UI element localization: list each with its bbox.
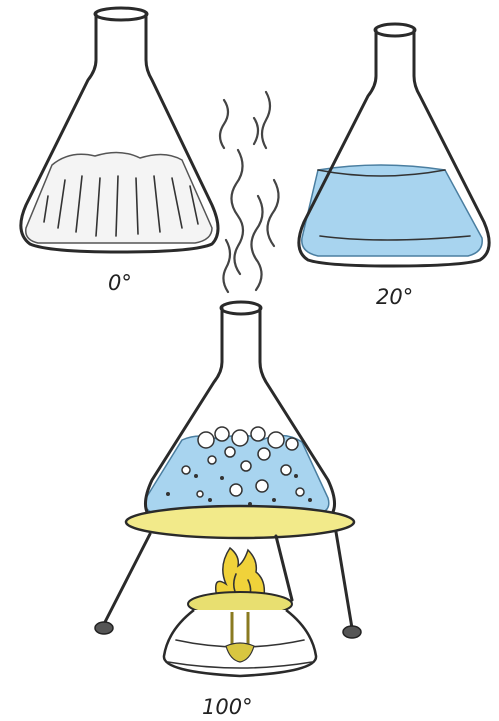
flask-ice-mouth: [95, 8, 147, 20]
tripod-leg-left: [104, 534, 150, 624]
label-boiling: 100°: [202, 695, 253, 719]
flask-water-mouth: [375, 24, 415, 36]
tripod-leg-right: [336, 532, 352, 628]
ice-contents: [26, 152, 212, 243]
flask-boiling: [145, 302, 334, 528]
tripod-foot-right: [343, 626, 361, 638]
tripod-leg-middle: [276, 536, 292, 600]
water-contents: [302, 165, 482, 256]
flask-water: [299, 24, 489, 266]
flask-boiling-mouth: [221, 302, 261, 314]
flask-ice: [21, 8, 218, 252]
label-water: 20°: [376, 285, 413, 309]
spirit-burner: [164, 548, 316, 676]
tripod-foot-left: [95, 622, 113, 634]
label-ice: 0°: [108, 271, 132, 295]
tripod-ring: [126, 506, 354, 538]
steam-wisps: [220, 92, 279, 292]
